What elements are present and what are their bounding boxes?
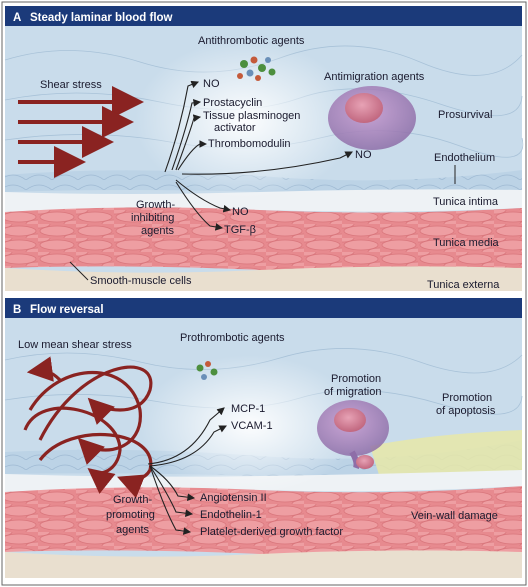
panel-a-externa (5, 266, 522, 291)
prosurvival-label: Prosurvival (438, 109, 492, 121)
panel-b-damaged-endothelium (370, 430, 522, 480)
no-right-label: NO (355, 149, 372, 161)
panel-b-header (5, 298, 522, 318)
tunica-media-label: Tunica media (433, 237, 500, 249)
panel-a-intima (5, 189, 522, 212)
tpa-label-line2: activator (214, 122, 256, 134)
promotion-apoptosis-line1: Promotion (442, 392, 492, 404)
leukocyte-cell (328, 86, 416, 150)
growth-promoting-line3: agents (116, 524, 150, 536)
endothelin-label: Endothelin-1 (200, 509, 262, 521)
panel-b-externa (5, 550, 522, 578)
growth-inhibiting-line1: Growth- (136, 199, 175, 211)
mcp1-label: MCP-1 (231, 403, 265, 415)
growth-promoting-line2: promoting (106, 509, 155, 521)
panel-a-header (5, 6, 522, 26)
endothelium-label: Endothelium (434, 152, 495, 164)
panel-a-media (5, 207, 522, 273)
tgf-label: TGF-β (224, 224, 256, 236)
low-shear-swirl-arrows (23, 356, 153, 499)
antithrombotic-molecules (237, 56, 276, 81)
prothrombotic-label: Prothrombotic agents (180, 332, 285, 344)
shear-stress-label: Shear stress (40, 79, 102, 91)
no-bottom-label: NO (232, 206, 249, 218)
panel-b-media (5, 486, 522, 557)
panel-b-signal-arrows (147, 407, 227, 535)
growth-promoting-line1: Growth- (113, 494, 152, 506)
vcam1-label: VCAM-1 (231, 420, 273, 432)
angiotensin-label: Angiotensin II (200, 492, 267, 504)
panel-b: B Flow reversal Low mean shear stress Pr… (4, 298, 523, 578)
panel-a-letter: A (13, 12, 21, 24)
prostacyclin-label: Prostacyclin (203, 97, 262, 109)
tunica-intima-label: Tunica intima (433, 196, 499, 208)
panel-a: A Steady laminar blood flow Shear stress… (4, 6, 524, 291)
smooth-muscle-label: Smooth-muscle cells (90, 275, 192, 287)
low-shear-label: Low mean shear stress (18, 339, 132, 351)
promotion-apoptosis-line2: of apoptosis (436, 405, 496, 417)
thrombomodulin-label: Thrombomodulin (208, 138, 291, 150)
promotion-migration-line1: Promotion (331, 373, 381, 385)
promotion-migration-line2: of migration (324, 386, 381, 398)
tpa-label-line1: Tissue plasminogen (203, 110, 300, 122)
tunica-externa-label: Tunica externa (427, 279, 500, 291)
antithrombotic-label: Antithrombotic agents (198, 35, 305, 47)
growth-inhibiting-line3: agents (141, 225, 175, 237)
pdgf-label: Platelet-derived growth factor (200, 526, 343, 538)
prothrombotic-molecules (196, 361, 218, 380)
vein-wall-damage-label: Vein-wall damage (411, 510, 498, 522)
growth-inhibiting-line2: inhibiting (131, 212, 174, 224)
antimigration-label: Antimigration agents (324, 71, 425, 83)
panel-a-title: Steady laminar blood flow (30, 12, 173, 24)
migrating-leukocyte (317, 400, 389, 469)
no-top-label: NO (203, 78, 220, 90)
shear-stress-arrows (18, 86, 144, 178)
panel-a-signal-arrows (164, 80, 353, 231)
panel-b-letter: B (13, 304, 21, 316)
panel-b-title: Flow reversal (30, 304, 104, 316)
